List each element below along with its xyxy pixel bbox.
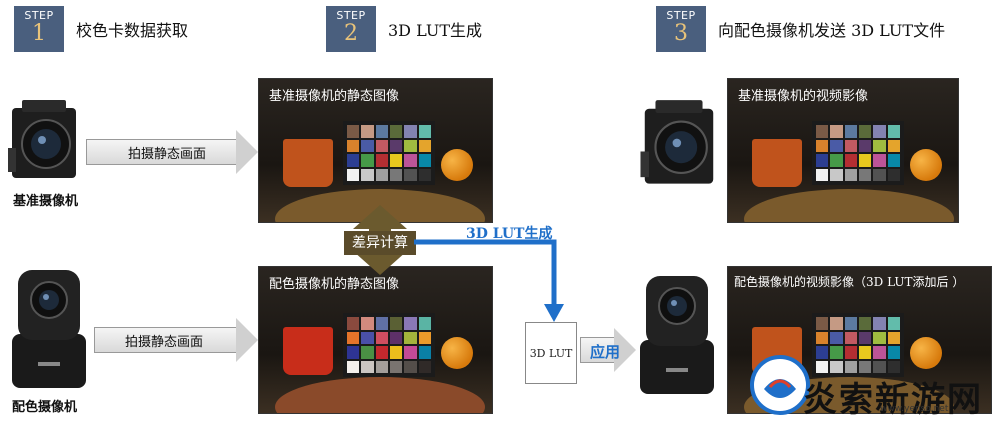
reference-camera-label: 基准摄像机 (13, 194, 79, 209)
step-2-number: 2 (344, 21, 358, 46)
reference-video-image: 基准摄像机的视频影像 (727, 78, 959, 223)
table-shape (275, 377, 485, 413)
apply-arrow (580, 328, 636, 372)
step-3-badge: STEP 3 (656, 6, 706, 52)
orange-shape (910, 337, 942, 369)
difference-label: 差异计算 (344, 231, 416, 255)
step-3-number: 3 (674, 21, 688, 46)
capture-arrow-top-label: 拍摄静态画面 (128, 147, 207, 162)
step-2-badge: STEP 2 (326, 6, 376, 52)
reference-still-image: 基准摄像机的静态图像 (258, 78, 493, 223)
reference-video-label: 基准摄像机的视频影像 (738, 89, 869, 104)
lut-file-label: 3D LUT (529, 347, 573, 360)
lut-flow-arrow-icon (414, 239, 564, 322)
lut-file-icon: 3D LUT (525, 322, 577, 384)
reference-camera-icon (8, 100, 76, 178)
reference-still-label: 基准摄像机的静态图像 (269, 89, 400, 104)
watermark-text: 炎索新游网 (803, 380, 983, 420)
matching-still-image: 配色摄像机的静态图像 (258, 266, 493, 414)
lut-generation-label: 3D LUT生成 (466, 226, 553, 242)
capture-arrow-bottom (94, 318, 258, 362)
color-checker (812, 313, 904, 377)
apply-label: 应用 (590, 343, 621, 361)
step-2-title: 3D LUT生成 (388, 21, 483, 40)
table-shape (744, 189, 954, 222)
matching-camera-right-icon (640, 276, 714, 394)
matching-camera-icon (12, 270, 86, 388)
step-3-title: 向配色摄像机发送 3D LUT文件 (718, 21, 946, 40)
step-1-badge-text: STEP (24, 9, 54, 22)
step-1-number: 1 (32, 21, 46, 46)
step-3: STEP 3 向配色摄像机发送 3D LUT文件 (656, 6, 945, 52)
mug-shape (283, 327, 333, 375)
orange-shape (441, 337, 473, 369)
step-3-badge-text: STEP (666, 9, 696, 22)
reference-camera-right-icon (640, 100, 714, 184)
mug-shape (283, 139, 333, 187)
mug-shape (752, 139, 802, 187)
capture-arrow-bottom-label: 拍摄静态画面 (125, 335, 204, 350)
watermark-url: www.yenso.net (880, 404, 949, 414)
matching-video-label: 配色摄像机的视频影像（3D LUT添加后 ） (734, 275, 965, 289)
step-2: STEP 2 3D LUT生成 (326, 6, 482, 52)
matching-camera-label: 配色摄像机 (12, 400, 78, 415)
orange-shape (910, 149, 942, 181)
step-2-badge-text: STEP (336, 9, 366, 22)
color-checker (343, 313, 435, 377)
step-1-title: 校色卡数据获取 (76, 21, 189, 40)
matching-still-label: 配色摄像机的静态图像 (269, 277, 400, 292)
step-1: STEP 1 校色卡数据获取 (14, 6, 188, 52)
color-checker (343, 121, 435, 185)
capture-arrow-top (86, 130, 258, 174)
orange-shape (441, 149, 473, 181)
watermark-logo-icon (750, 355, 810, 415)
color-checker (812, 121, 904, 185)
step-1-badge: STEP 1 (14, 6, 64, 52)
